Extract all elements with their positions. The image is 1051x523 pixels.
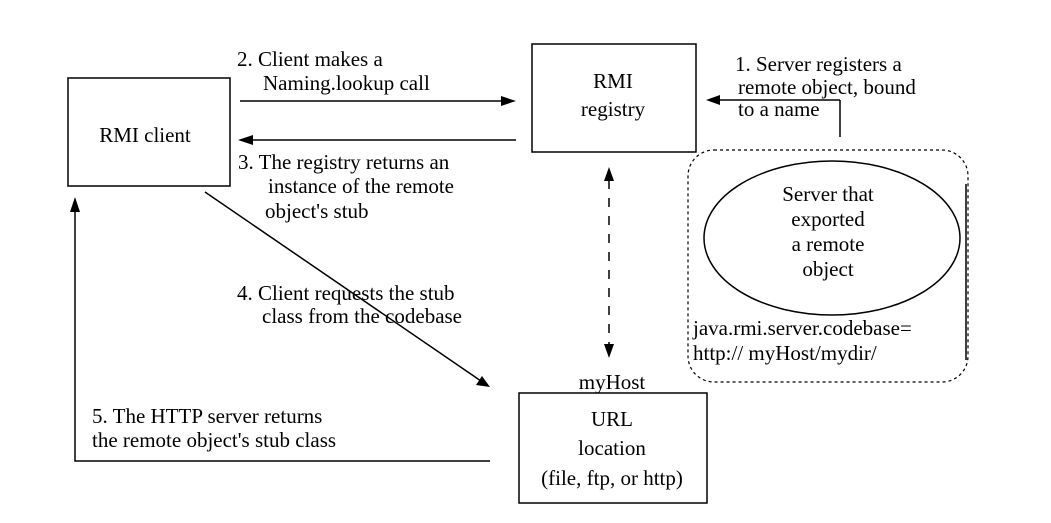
server-label-line1: Server that <box>782 182 874 206</box>
step3-arrowhead <box>238 135 253 145</box>
server-container <box>687 149 969 383</box>
step1-arrowhead <box>706 95 720 105</box>
step4-arrow-line <box>204 191 482 382</box>
rmi-client-label: RMI client <box>99 123 191 147</box>
rmi-registry-label-line1: RMI <box>593 69 633 93</box>
rmi-client-box <box>67 77 231 187</box>
server-label-line3: a remote <box>792 232 865 256</box>
my-host-label: myHost <box>579 370 646 394</box>
step4-label-line1: 4. Client requests the stub <box>237 281 455 305</box>
codebase-line1: java.rmi.server.codebase= <box>692 316 912 340</box>
step1-label-line3: to a name <box>738 97 820 121</box>
rmi-registry-box <box>531 43 697 153</box>
step4-label-line2: class from the codebase <box>262 304 462 328</box>
rmi-registry-label-line2: registry <box>581 97 646 121</box>
server-label-line4: object <box>802 257 853 281</box>
url-location-line2: location <box>578 436 646 460</box>
step3-label-line3: object's stub <box>265 199 369 223</box>
server-ellipse <box>703 160 961 316</box>
registry-url-up-arrowhead <box>604 167 614 181</box>
server-label-line2: exported <box>791 207 865 231</box>
codebase-line2: http:// myHost/mydir/ <box>693 341 877 365</box>
url-location-line3: (file, ftp, or http) <box>541 466 683 490</box>
step3-label-line2: instance of the remote <box>268 174 454 198</box>
step1-label-line2: remote object, bound <box>738 75 916 99</box>
step1-label-line1: 1. Server registers a <box>735 52 902 76</box>
url-location-box <box>518 392 708 504</box>
step2-label-line2: Naming.lookup call <box>263 71 430 95</box>
step5-arrowhead <box>70 197 80 212</box>
url-location-line1: URL <box>591 407 633 431</box>
step2-arrowhead <box>501 96 516 106</box>
step5-label-line1: 5. The HTTP server returns <box>92 404 322 428</box>
registry-url-down-arrowhead <box>604 344 614 358</box>
step5-label-line2: the remote object's stub class <box>92 428 336 452</box>
step5-arrow-line <box>74 210 490 462</box>
step4-arrowhead <box>476 376 490 387</box>
step2-label-line1: 2. Client makes a <box>237 47 383 71</box>
step3-label-line1: 3. The registry returns an <box>238 150 450 174</box>
